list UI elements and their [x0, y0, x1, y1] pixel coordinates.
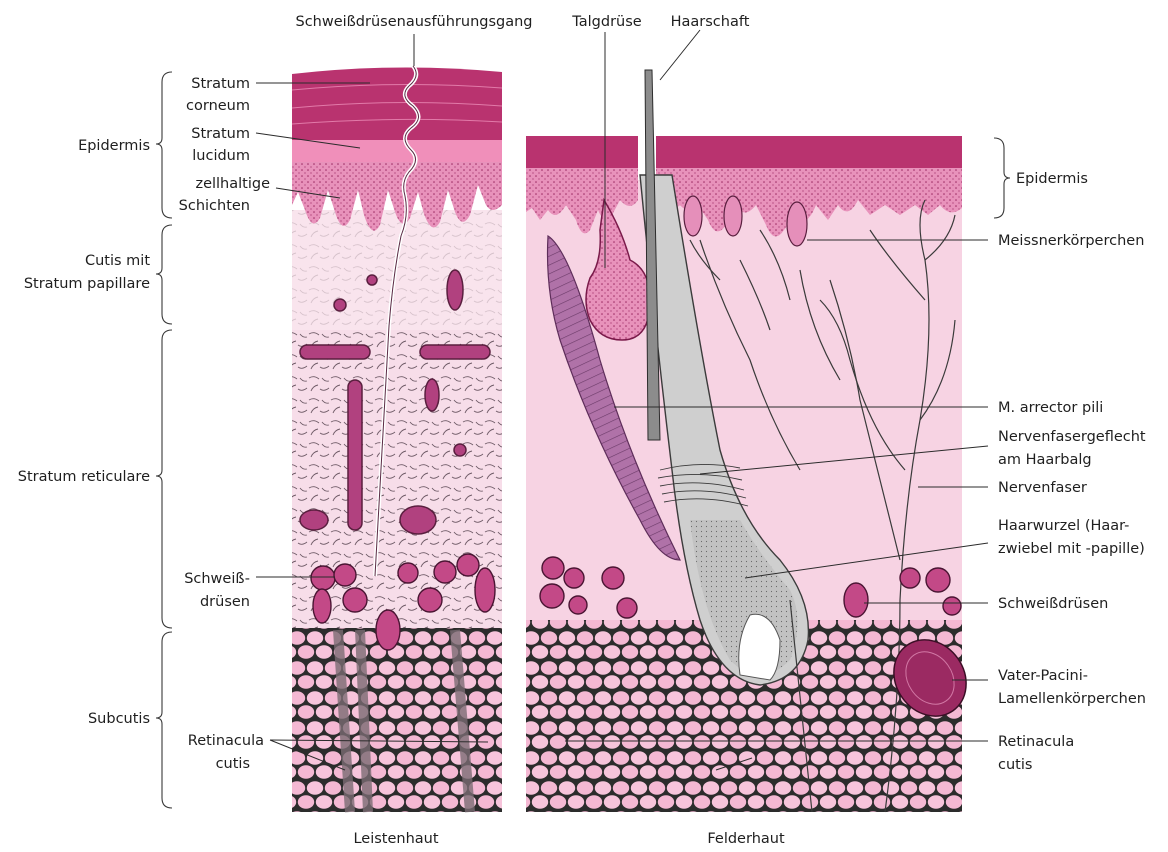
- label-brace-reticulare: Stratum reticulare: [18, 469, 150, 485]
- label-sebaceous-gland: Talgdrüse: [571, 14, 641, 30]
- label-nerve-fiber: Nervenfaser: [998, 480, 1087, 496]
- label-pacini-1: Vater-Pacini-: [998, 668, 1088, 684]
- label-brace-subcutis: Subcutis: [88, 711, 150, 727]
- label-stratum-corneum-2: corneum: [186, 98, 250, 114]
- label-cellular-layers-1: zellhaltige: [195, 176, 270, 192]
- brace-subcutis: [156, 632, 172, 808]
- label-hair-root-2: zwiebel mit -papille): [998, 541, 1145, 557]
- label-nerve-plexus-1: Nervenfasergeflecht: [998, 429, 1146, 445]
- label-retinacula-left-2: cutis: [216, 756, 250, 772]
- label-brace-cutis-1: Cutis mit: [85, 253, 150, 269]
- label-sweat-duct: Schweißdrüsenausführungsgang: [295, 14, 532, 30]
- caption-felderhaut: Felderhaut: [707, 831, 785, 847]
- brace-cutis: [156, 225, 172, 324]
- label-right-epidermis: Epidermis: [1016, 171, 1088, 187]
- label-hair-shaft: Haarschaft: [671, 14, 750, 30]
- label-brace-cutis-2: Stratum papillare: [24, 276, 150, 292]
- label-retinacula-right-1: Retinacula: [998, 734, 1074, 750]
- label-sweat-glands-left-1: Schweiß-: [184, 571, 250, 587]
- label-stratum-corneum-1: Stratum: [191, 76, 250, 92]
- felderhaut-illustration: [526, 70, 981, 812]
- right-epidermis-corneum: [526, 136, 962, 168]
- caption-leistenhaut: Leistenhaut: [353, 831, 438, 847]
- brace-reticulare: [156, 330, 172, 628]
- label-meissner: Meissnerkörperchen: [998, 233, 1144, 249]
- left-stratum-lucidum: [292, 140, 502, 162]
- label-retinacula-right-2: cutis: [998, 757, 1032, 773]
- brace-right-epidermis: [994, 138, 1010, 218]
- label-nerve-plexus-2: am Haarbalg: [998, 452, 1092, 468]
- label-sweat-glands-right: Schweißdrüsen: [998, 596, 1108, 612]
- label-retinacula-left-1: Retinacula: [188, 733, 264, 749]
- label-cellular-layers-2: Schichten: [179, 198, 250, 214]
- leistenhaut-illustration: [292, 66, 502, 812]
- brace-epidermis: [156, 72, 172, 218]
- label-pacini-2: Lamellenkörperchen: [998, 691, 1146, 707]
- label-stratum-lucidum-1: Stratum: [191, 126, 250, 142]
- label-arrector-pili: M. arrector pili: [998, 400, 1103, 416]
- label-stratum-lucidum-2: lucidum: [192, 148, 250, 164]
- label-sweat-glands-left-2: drüsen: [200, 594, 250, 610]
- label-hair-root-1: Haarwurzel (Haar-: [998, 518, 1129, 534]
- label-brace-epidermis: Epidermis: [78, 138, 150, 154]
- left-braces: [156, 72, 172, 808]
